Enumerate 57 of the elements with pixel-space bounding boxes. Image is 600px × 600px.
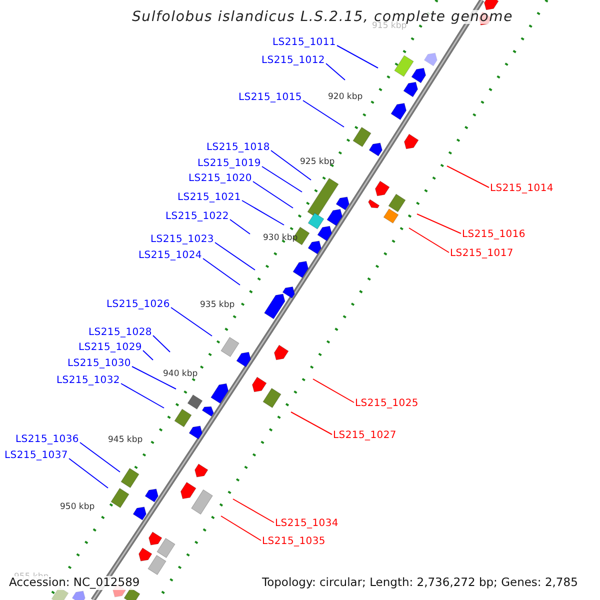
gene-label: LS215_1029: [78, 343, 142, 353]
gene-label: LS215_1026: [106, 300, 170, 310]
leader-line: [230, 219, 250, 234]
info-text: Topology: circular; Length: 2,736,272 bp; Genes: 2,785: [262, 576, 578, 590]
gene-label: LS215_1023: [150, 235, 214, 245]
gene-label: LS215_1034: [275, 519, 338, 529]
leader-line: [408, 228, 450, 253]
leader-line: [252, 181, 294, 208]
leader-line: [132, 366, 176, 390]
leader-line: [152, 335, 170, 352]
gene-label: LS215_1020: [188, 174, 252, 184]
leader-line: [290, 412, 332, 435]
gene-label: LS215_1032: [56, 376, 120, 386]
leader-line: [220, 516, 262, 541]
leader-line: [312, 378, 354, 403]
gene-label: LS215_1011: [272, 38, 336, 48]
gene-label: LS215_1015: [238, 93, 302, 103]
leader-line: [142, 350, 154, 360]
scale-tick-label: 940 kbp: [163, 370, 198, 378]
leader-line: [302, 100, 344, 128]
gene-label: LS215_1018: [206, 143, 270, 153]
title: Sulfolobus islandicus L.S.2.15, complete genome: [132, 10, 514, 24]
leader-line: [242, 200, 284, 226]
gene-label: LS215_1014: [490, 184, 554, 194]
leader-line: [336, 45, 378, 68]
gene-label: LS215_1037: [4, 451, 68, 461]
leader-line: [270, 150, 312, 180]
gene-label: LS215_1035: [262, 537, 326, 547]
scale-tick-label: 920 kbp: [328, 93, 363, 102]
leader-line: [80, 442, 120, 472]
leader-line: [68, 458, 108, 488]
gene-label: LS215_1022: [166, 212, 229, 222]
scale-tick-label: 950 kbp: [60, 503, 95, 512]
leader-line: [214, 242, 256, 270]
gene-label: LS215_1012: [262, 56, 325, 66]
leader-line: [326, 63, 346, 80]
gene-label: LS215_1016: [462, 230, 526, 240]
gene-label: LS215_1027: [333, 431, 396, 441]
scale-tick-label: 925 kbp: [300, 158, 335, 166]
leader-line: [416, 214, 462, 234]
leader-line: [262, 166, 302, 192]
gene-label: LS215_1017: [450, 249, 514, 259]
gene-label: LS215_1024: [138, 251, 202, 261]
leader-line: [232, 498, 274, 523]
gene-label: LS215_1028: [88, 328, 152, 338]
gene-label: LS215_1030: [68, 359, 131, 369]
gene-label: LS215_1025: [355, 399, 418, 409]
leader-line: [170, 307, 212, 336]
leader-line: [202, 258, 240, 286]
scale-tick-label: 935 kbp: [200, 301, 235, 310]
scale-tick-label: 915 kbp: [372, 22, 407, 30]
leader-line: [120, 383, 164, 408]
gene-label: LS215_1019: [198, 159, 261, 169]
gene-label: LS215_1036: [16, 435, 79, 445]
leader-line: [446, 166, 490, 188]
scale-tick-label: 945 kbp: [108, 436, 143, 444]
gene-label: LS215_1021: [178, 193, 241, 203]
